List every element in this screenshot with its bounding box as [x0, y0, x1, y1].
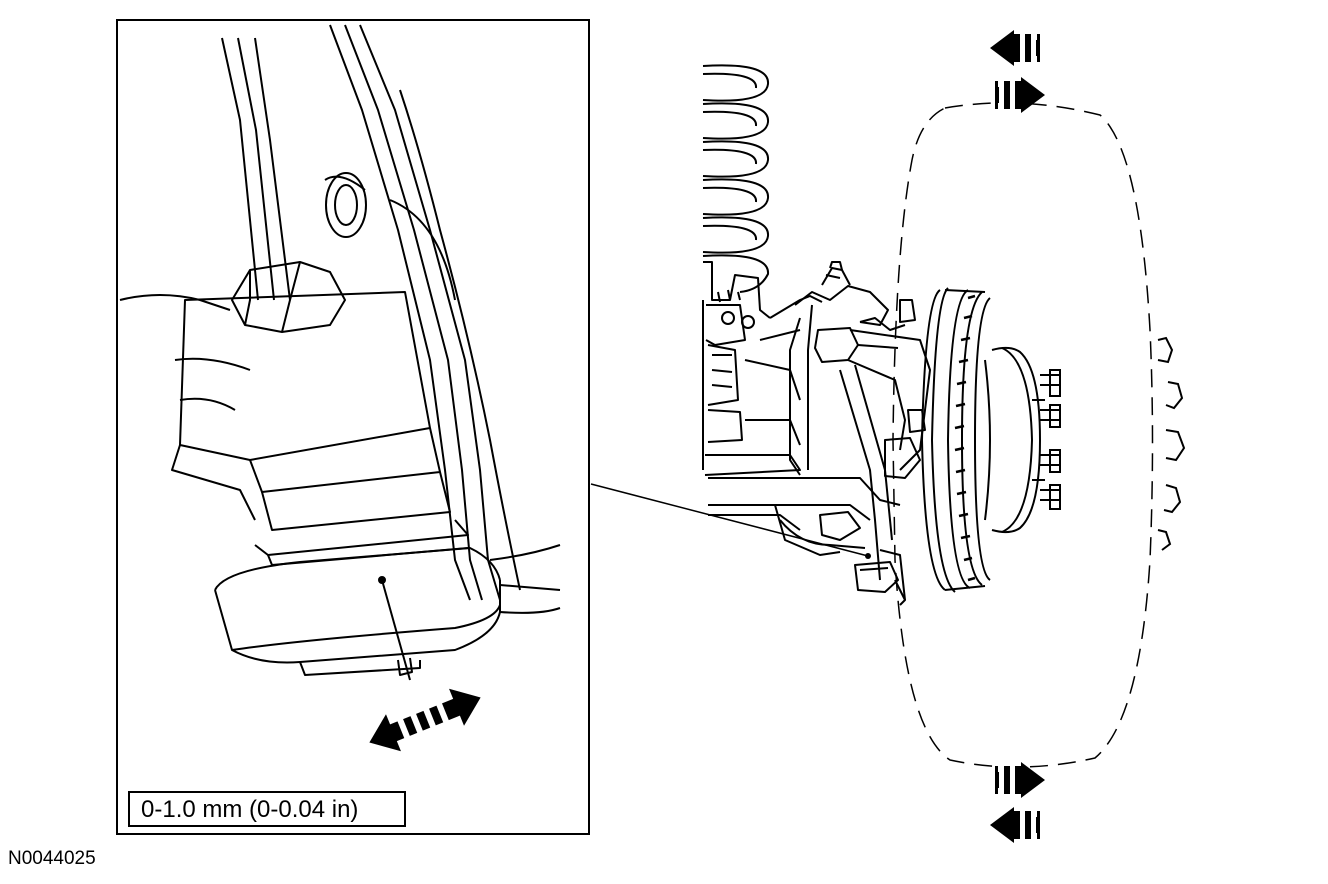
top-arrows	[990, 30, 1045, 113]
clearance-spec-box	[128, 791, 406, 827]
coil-spring	[702, 64, 770, 293]
suspension-assembly	[702, 64, 1186, 768]
inset-frame	[116, 19, 590, 835]
lower-control-arm	[708, 477, 906, 606]
tire-outline	[892, 102, 1154, 768]
movement-arrow-icon	[369, 688, 481, 752]
clearance-spec-label: 0-1.0 mm (0-0.04 in)	[128, 791, 406, 827]
tire-lugs	[1157, 336, 1186, 551]
bottom-right-arrow	[995, 762, 1045, 798]
top-left-arrow	[990, 30, 1040, 66]
top-right-arrow	[995, 77, 1045, 113]
clearance-spec-text: 0-1.0 mm (0-0.04 in)	[141, 796, 358, 823]
inset-knuckle-arm	[119, 24, 561, 681]
figure-id: N0044025	[8, 848, 96, 869]
steering-knuckle	[789, 261, 931, 581]
frame-bracket	[702, 261, 823, 476]
bottom-left-arrow	[990, 807, 1040, 843]
bottom-arrows	[990, 762, 1045, 843]
brake-rotor	[920, 287, 991, 593]
detail-inset: 0-1.0 mm (0-0.04 in)	[116, 19, 590, 835]
wheel-hub	[984, 346, 1061, 534]
